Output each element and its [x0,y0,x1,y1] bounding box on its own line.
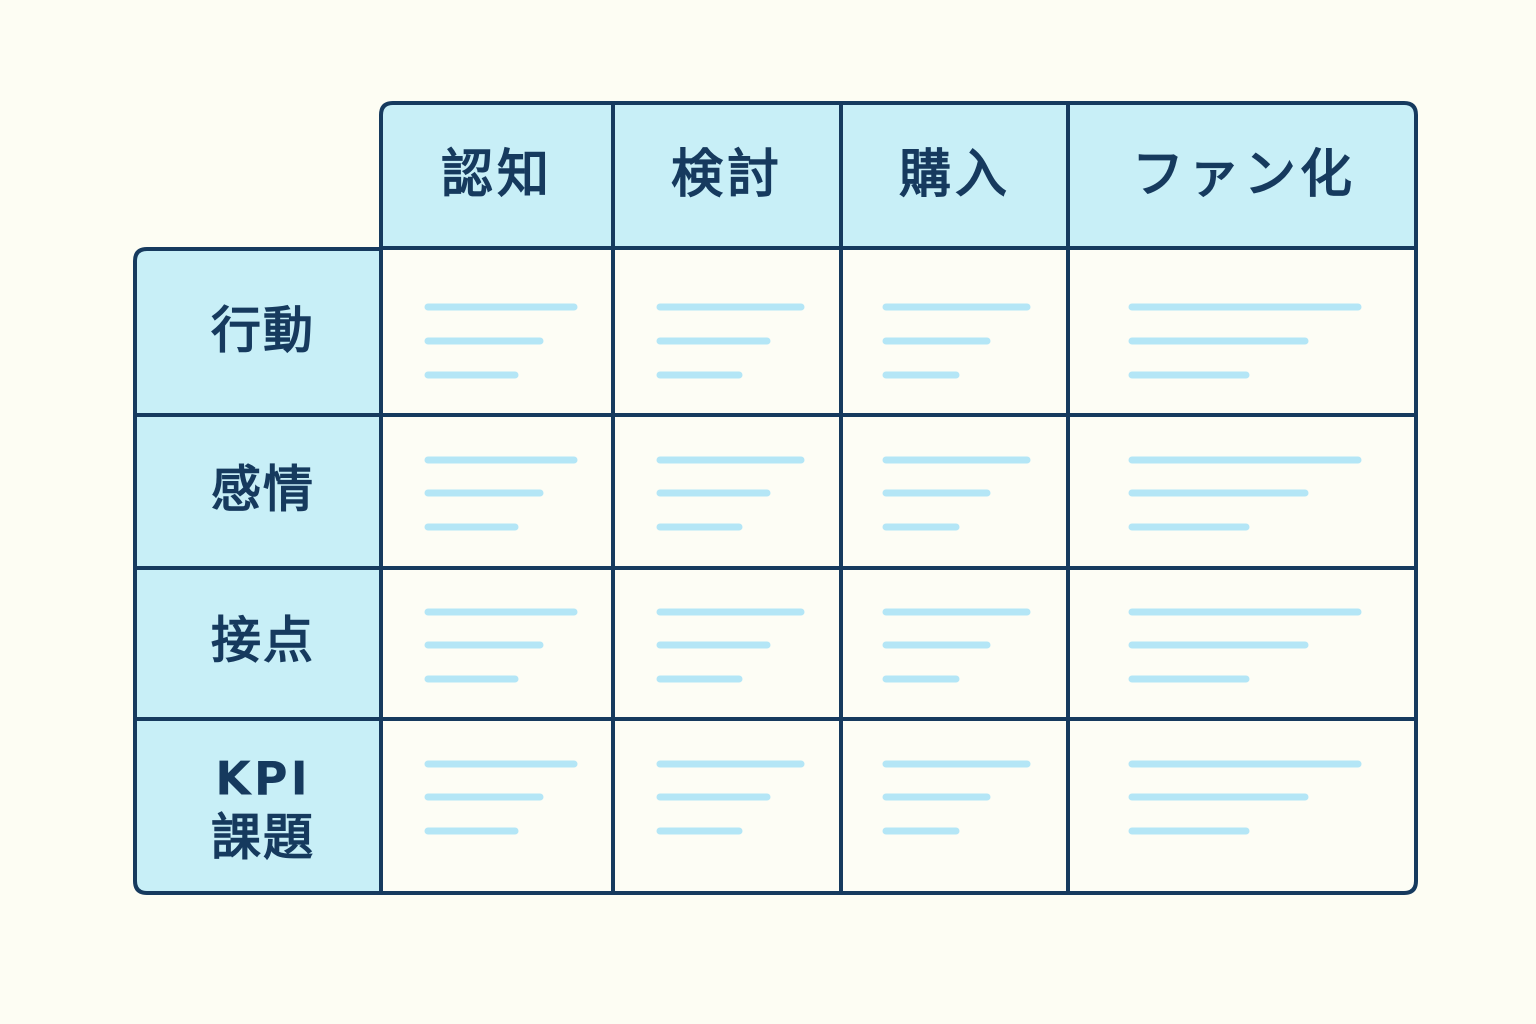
row-header-kpi: KPI [215,752,310,806]
row-header-issues: 課題 [211,809,315,867]
grid-borders [133,101,1418,895]
header-row-background [381,103,1416,248]
column-header-purchase: 購入 [899,145,1011,205]
table-outline [133,101,1418,895]
column-header-awareness: 認知 [441,145,553,205]
column-header-consideration: 検討 [671,145,783,205]
row-header-touchpoint: 接点 [211,612,315,670]
cell-placeholder-lines [424,303,1362,835]
column-header-fill [381,103,1416,248]
body-cells-fill [381,248,1416,893]
column-header-fanization: ファン化 [1132,145,1356,205]
row-header-emotion: 感情 [211,461,315,519]
row-header-column-background [135,249,381,893]
row-header-fill [135,249,381,893]
row-header-action: 行動 [211,302,315,360]
row-headers: 行動 感情 接点 KPI 課題 [211,302,315,867]
column-headers: 認知 検討 購入 ファン化 [441,145,1356,205]
